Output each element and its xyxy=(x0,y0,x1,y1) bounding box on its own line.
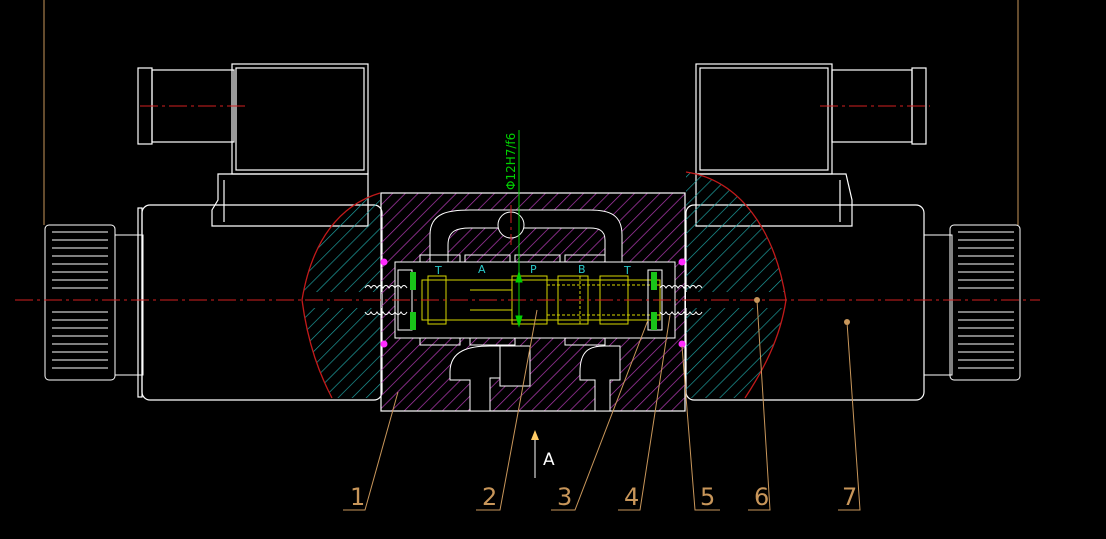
connector-left xyxy=(137,63,369,227)
port-label-p: P xyxy=(530,263,537,276)
port-labels: T A P B T xyxy=(434,263,631,277)
port-label-b: B xyxy=(578,263,586,276)
knob-right xyxy=(923,224,1021,381)
fit-dimension xyxy=(515,130,523,328)
callout-6: 6 xyxy=(754,483,769,511)
callout-1: 1 xyxy=(350,483,365,511)
knob-left xyxy=(44,224,144,381)
callout-2: 2 xyxy=(482,483,497,511)
callout-7: 7 xyxy=(842,483,857,511)
view-direction-arrow xyxy=(531,430,539,478)
callout-leaders xyxy=(343,299,861,511)
view-direction-label: A xyxy=(543,450,555,470)
callout-numbers: 1 2 3 4 5 6 7 xyxy=(350,483,857,511)
drawing-frame xyxy=(43,0,1019,225)
fit-annotation-label: Φ12H7/f6 xyxy=(504,133,518,190)
callout-5: 5 xyxy=(700,483,715,511)
corner-markers xyxy=(380,258,686,348)
centerlines xyxy=(15,105,1040,301)
end-cap-left-section xyxy=(300,192,382,399)
callout-4: 4 xyxy=(624,483,639,511)
callout-dots xyxy=(754,297,850,325)
seal-rings xyxy=(410,272,657,330)
valve-body-section xyxy=(380,192,686,412)
port-label-a: A xyxy=(478,263,486,276)
port-label-t-left: T xyxy=(434,264,442,277)
port-label-t-right: T xyxy=(623,264,631,277)
callout-3: 3 xyxy=(557,483,572,511)
